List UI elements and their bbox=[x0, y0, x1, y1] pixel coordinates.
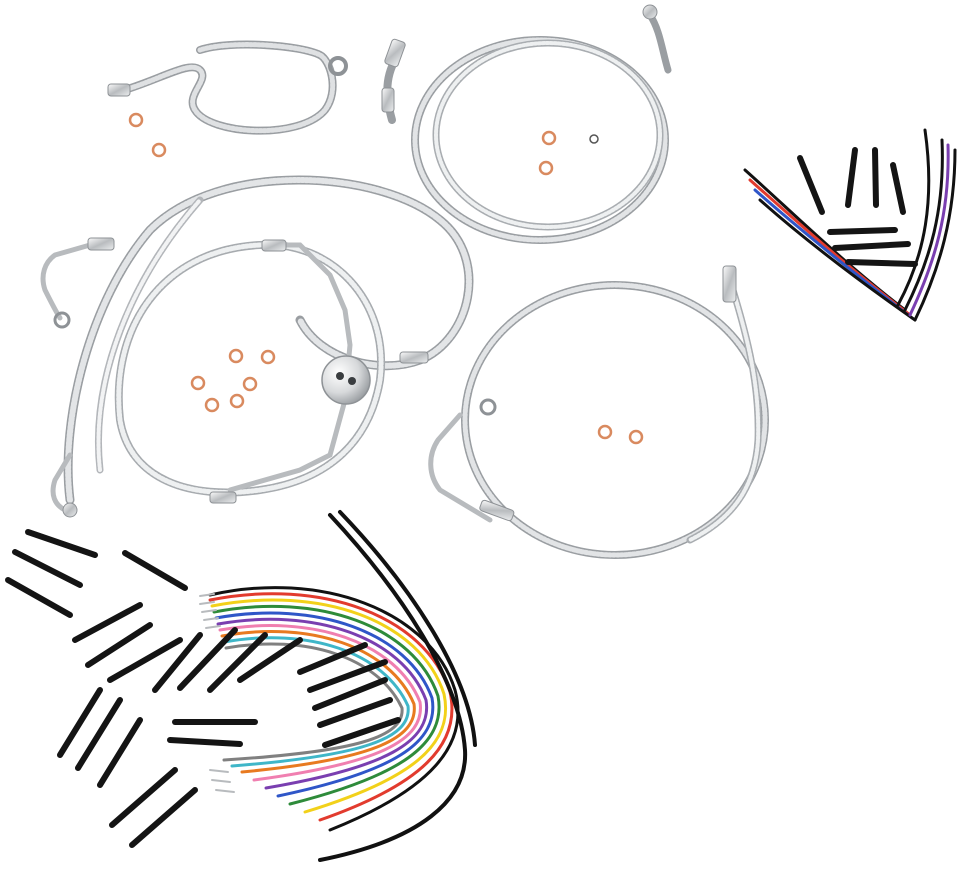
washer bbox=[128, 112, 144, 128]
shrink-tube bbox=[207, 632, 268, 693]
washer bbox=[628, 429, 644, 445]
shrink-tube bbox=[167, 737, 243, 747]
shrink-tube bbox=[85, 622, 153, 668]
washer bbox=[228, 348, 244, 364]
shrink-tube bbox=[832, 241, 911, 251]
shrink-tube bbox=[827, 227, 898, 235]
chrome-splitter-block bbox=[321, 355, 371, 405]
throttle-cable-loop-left bbox=[40, 175, 474, 518]
shrink-tube bbox=[845, 259, 918, 267]
shrink-tube bbox=[297, 642, 368, 675]
wire-harness-extension-large bbox=[199, 510, 477, 862]
shrink-tube bbox=[317, 697, 393, 728]
brake-line-loop-right bbox=[428, 265, 769, 559]
shrink-tube bbox=[122, 550, 188, 591]
washer bbox=[260, 349, 276, 365]
shrink-tube bbox=[322, 717, 401, 748]
shrink-tube bbox=[152, 632, 203, 693]
washer bbox=[242, 376, 258, 392]
shrink-tube bbox=[307, 659, 388, 693]
wire-harness-extension-small bbox=[743, 128, 957, 322]
shrink-tube bbox=[237, 637, 303, 683]
clutch-cable-coiled-top-center bbox=[381, 4, 672, 244]
shrink-tube bbox=[75, 697, 123, 771]
washer bbox=[538, 160, 554, 176]
shrink-tube bbox=[177, 627, 238, 691]
shrink-tube bbox=[129, 787, 198, 848]
washer bbox=[204, 397, 220, 413]
shrink-tube bbox=[107, 637, 183, 683]
washer bbox=[541, 130, 557, 146]
shrink-tube bbox=[845, 147, 858, 208]
brake-line-top-left bbox=[107, 40, 348, 135]
shrink-tube bbox=[57, 687, 103, 758]
shrink-tube bbox=[72, 602, 143, 643]
shrink-tube bbox=[312, 677, 388, 711]
copper-crush-washers bbox=[128, 112, 644, 445]
shrink-tube bbox=[97, 717, 143, 788]
washer bbox=[190, 375, 206, 391]
shrink-tube bbox=[25, 529, 98, 558]
shrink-tube bbox=[872, 147, 879, 208]
shrink-tube bbox=[109, 767, 178, 828]
shrink-tube bbox=[12, 549, 83, 588]
shrink-tube bbox=[890, 162, 906, 215]
heat-shrink-tubing-pieces bbox=[5, 147, 918, 848]
shrink-tube bbox=[5, 577, 73, 618]
washer bbox=[151, 142, 167, 158]
washer bbox=[589, 134, 599, 144]
washer bbox=[229, 393, 245, 409]
washer bbox=[597, 424, 613, 440]
shrink-tube bbox=[797, 155, 825, 215]
